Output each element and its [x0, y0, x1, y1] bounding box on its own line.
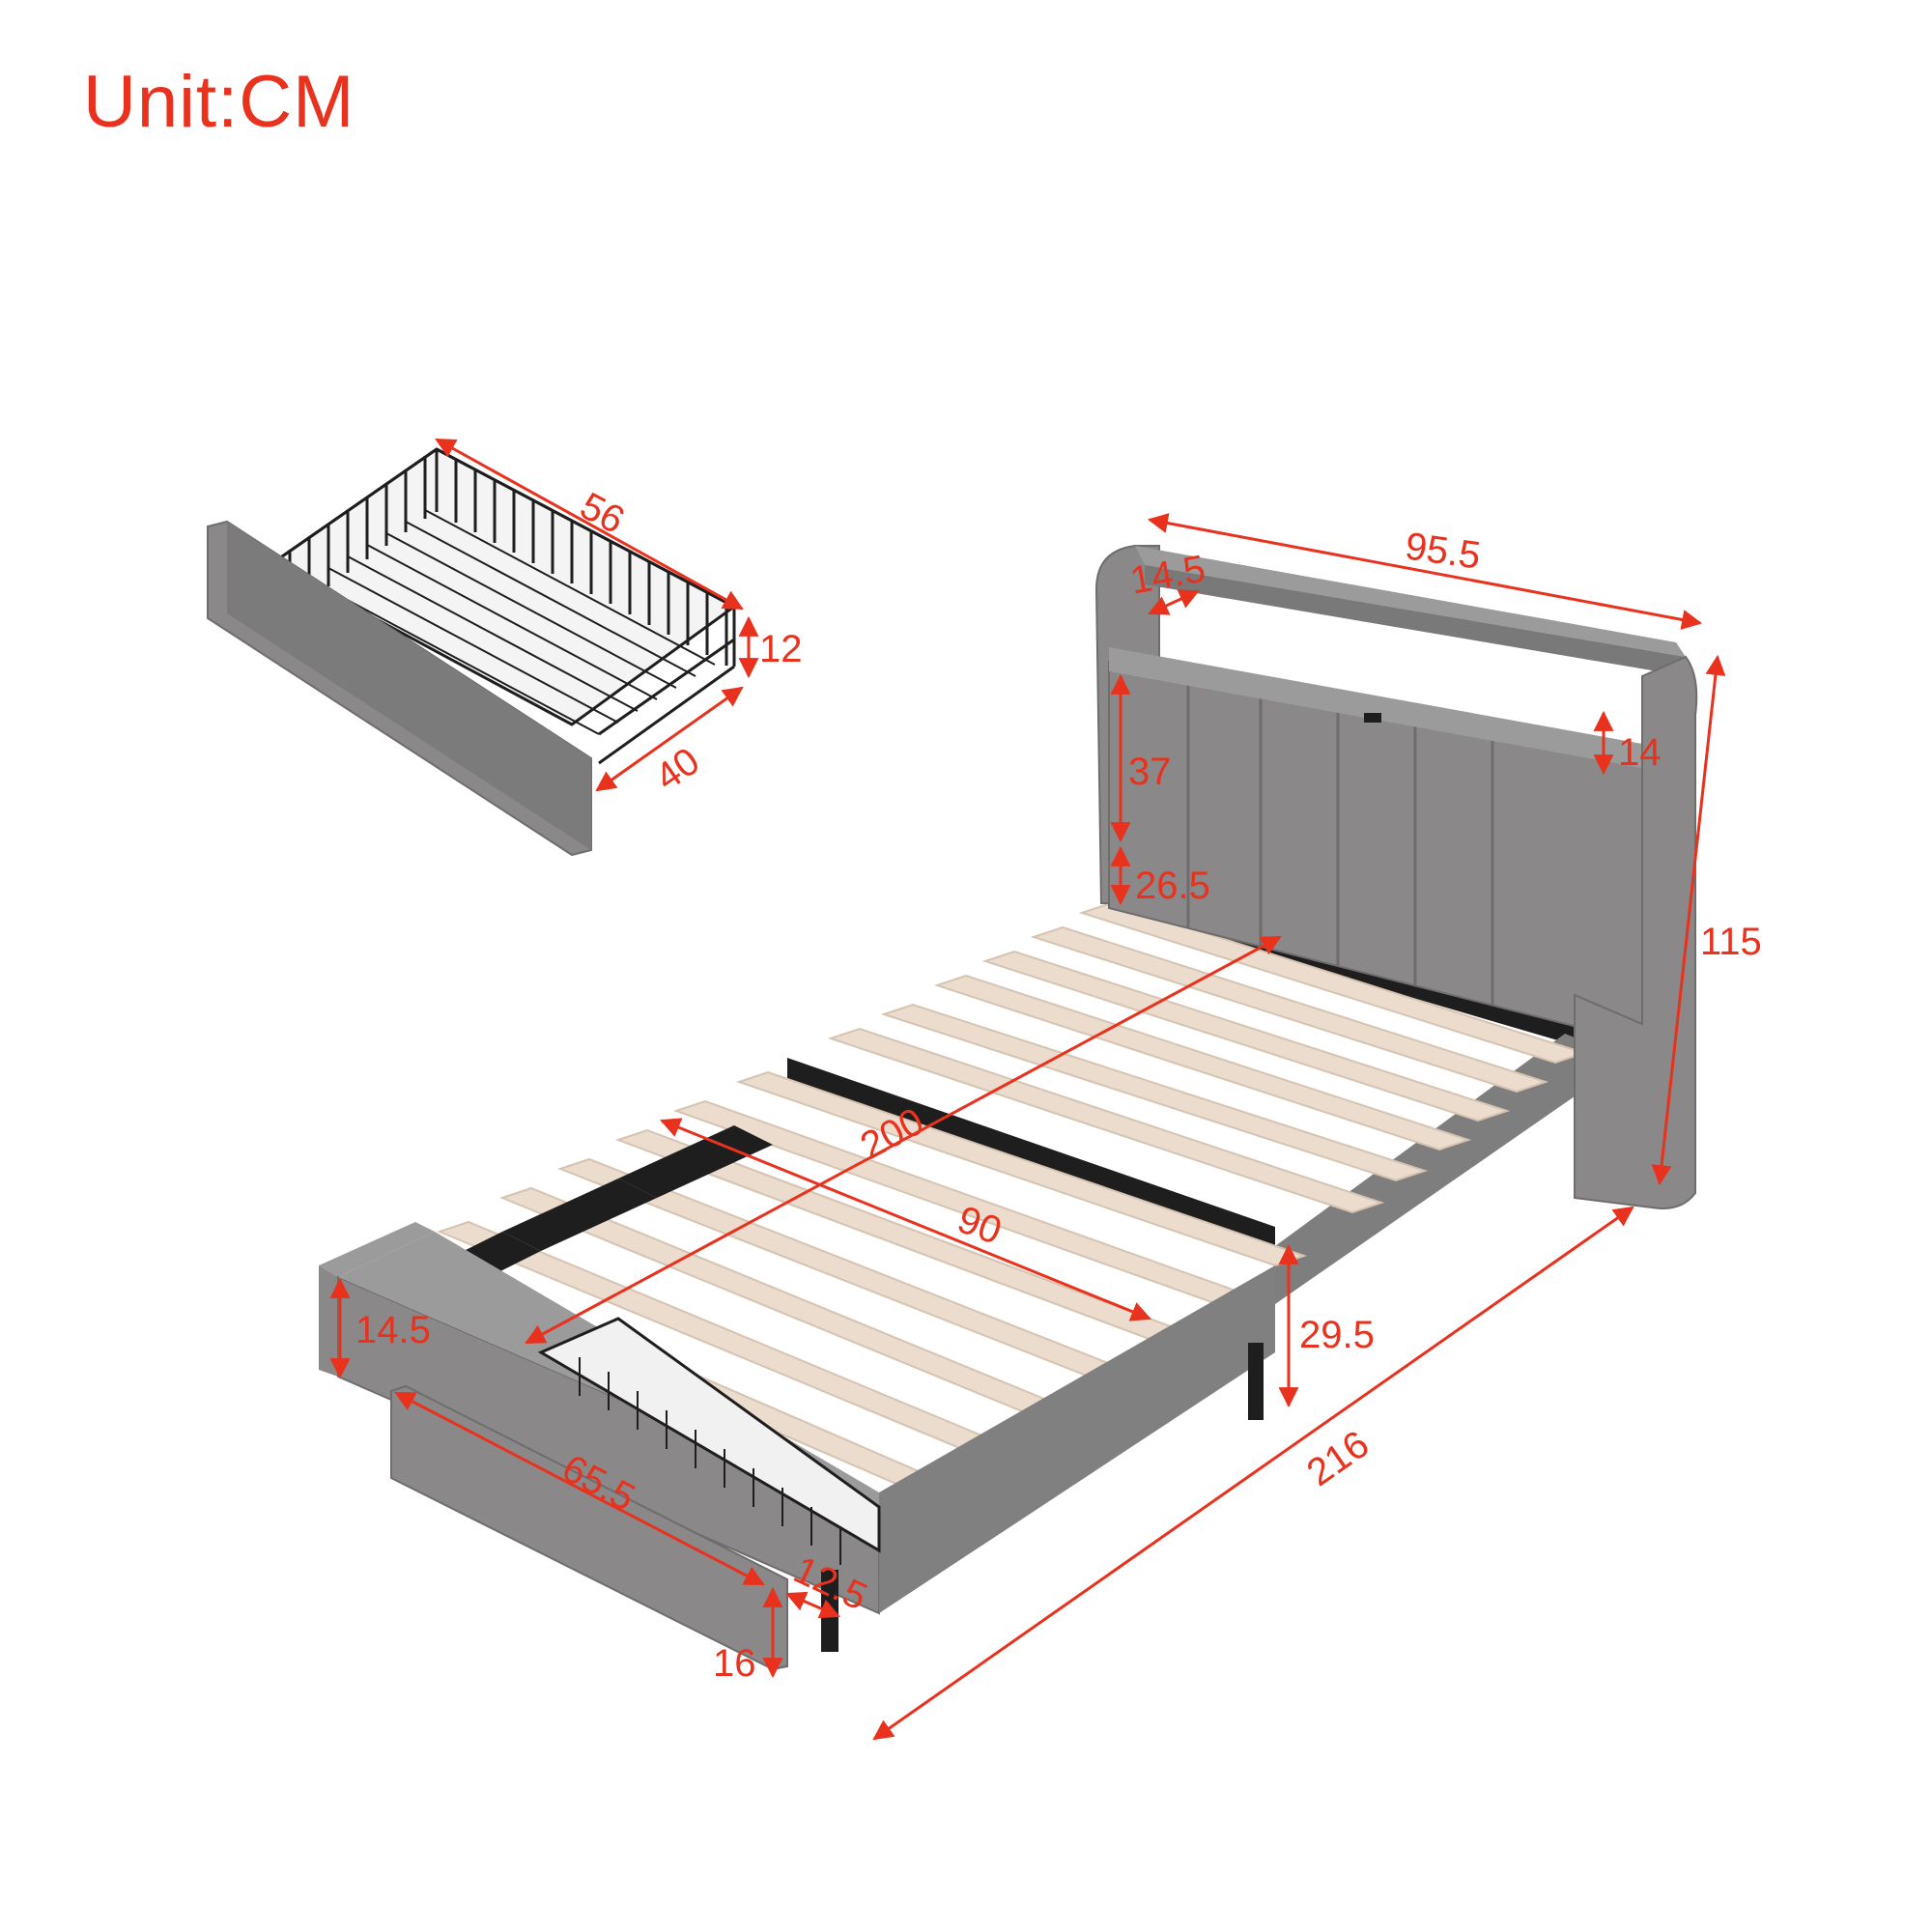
panel-gap-label: 26.5 — [1135, 865, 1210, 907]
total-height-label: 115 — [1700, 921, 1762, 963]
shelf-depth-arrow — [1148, 589, 1200, 615]
headboard-width-arrow — [1147, 513, 1703, 630]
bed-illustration — [319, 545, 1698, 1671]
drawer-front-depth-arrow — [785, 1591, 840, 1619]
usb-port-icon — [1364, 713, 1381, 723]
bed-leg-middle — [1248, 1343, 1264, 1420]
panel-height-label: 37 — [1128, 751, 1172, 793]
clearance-height-label: 29.5 — [1299, 1314, 1375, 1356]
bed-dimension-arrows — [329, 513, 1726, 1741]
bed-foot-rail — [319, 1265, 338, 1377]
drawer-dimension-arrows — [435, 438, 759, 792]
headboard-upper-shelf — [1109, 647, 1642, 768]
headboard-channels — [1186, 681, 1494, 1005]
total-length-arrow — [872, 1206, 1634, 1741]
drawer-width-arrow — [595, 686, 744, 792]
drawer-height-label: 12 — [759, 628, 803, 670]
bed-foot-rail-top — [319, 1222, 435, 1277]
unit-label: Unit:CM — [83, 61, 355, 143]
drawer-front-height-label: 16 — [713, 1642, 756, 1685]
headboard-width-label: 95.5 — [1403, 525, 1483, 577]
total-height-arrow — [1651, 654, 1726, 1186]
rail-height-label: 14.5 — [355, 1309, 431, 1351]
drawer-illustration — [207, 447, 737, 857]
drawer-front-width-arrow — [394, 1391, 765, 1586]
headboard-shelf-face — [1145, 565, 1686, 676]
drawer-length-arrow — [435, 438, 744, 611]
bed-right-side-rail — [1275, 1034, 1584, 1304]
shelf-height-label: 14 — [1618, 731, 1662, 774]
drawer-front-edge — [227, 522, 591, 850]
